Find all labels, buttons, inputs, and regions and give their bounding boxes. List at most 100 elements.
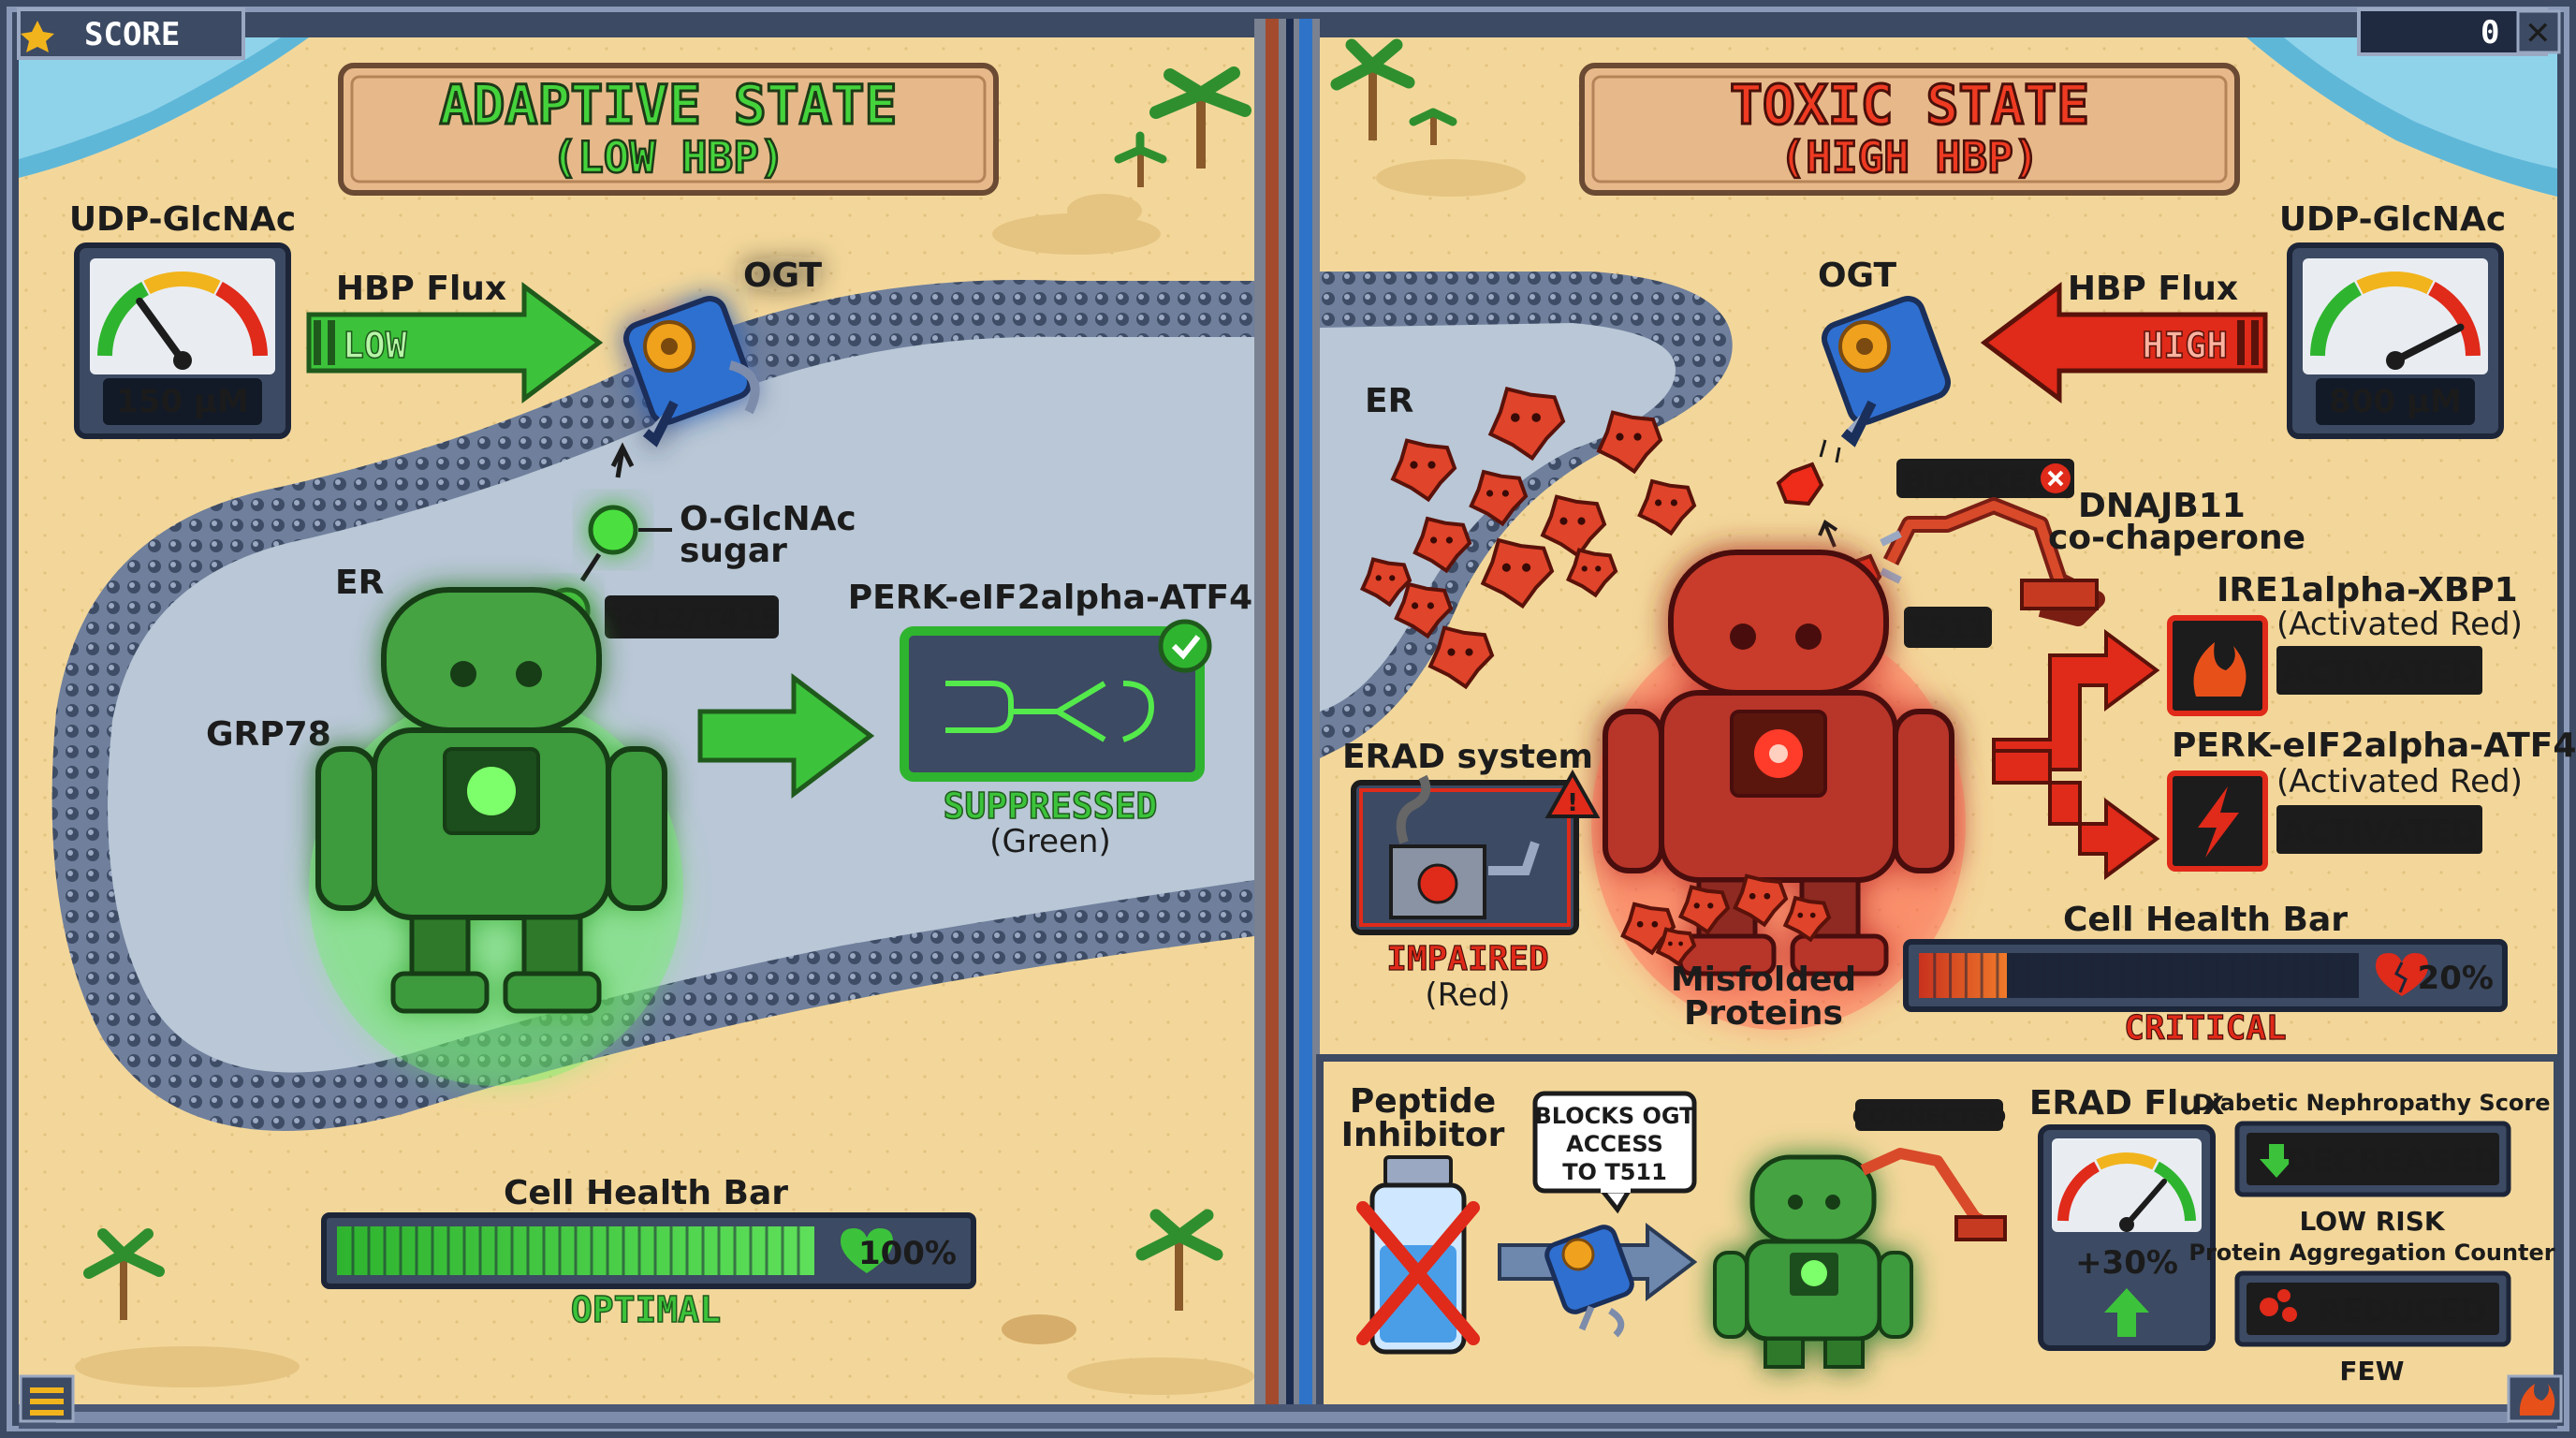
ogt-enzyme-toxic[interactable]: OGT — [1818, 257, 1953, 463]
pac-label: Protein Aggregation Counter — [2188, 1240, 2554, 1266]
center-divider — [1254, 19, 1320, 1414]
misfolded-protein — [1733, 873, 1789, 928]
protein-eye — [1577, 517, 1586, 525]
health-segment — [749, 1226, 753, 1275]
close-button[interactable]: ✕ — [2516, 9, 2561, 54]
health-segment — [431, 1226, 434, 1275]
udp-glcnac-gauge-toxic: UDP-GlcNAc 800 µM — [2279, 200, 2506, 439]
gauge-label: UDP-GlcNAc — [2279, 200, 2506, 239]
bubble-line-3: TO T511 — [1562, 1159, 1667, 1185]
health-segment — [2184, 953, 2188, 998]
toxic-subtitle: (HIGH HBP) — [1780, 132, 2040, 183]
health-segment — [494, 1226, 498, 1275]
gauge-needle — [2392, 323, 2465, 364]
health-segment — [2027, 953, 2030, 998]
protein-eye — [1501, 490, 1509, 497]
health-segment — [765, 1226, 768, 1275]
perk-color: (Green) — [989, 823, 1111, 860]
health-segment — [383, 1226, 387, 1275]
flux-label: HBP Flux — [2068, 270, 2238, 308]
erad-label: ERAD system — [1342, 738, 1593, 776]
warning-icon — [1544, 769, 1601, 818]
toxic-title-plate: TOXIC STATE (HIGH HBP) — [1579, 63, 2240, 196]
protein-eye — [1430, 536, 1438, 544]
lightning-icon — [2198, 786, 2239, 858]
fire-corner-icon — [2507, 1374, 2563, 1423]
health-status: OPTIMAL — [571, 1289, 721, 1330]
erad-flux-value: +30% — [2075, 1244, 2178, 1282]
health-segment — [574, 1226, 578, 1275]
misfolded-protein — [1677, 885, 1731, 935]
hbp-flux-indicator: HBP Flux LOW — [306, 270, 604, 404]
health-segment — [2232, 953, 2235, 998]
health-segment — [2105, 953, 2109, 998]
ogt-label: OGT — [1818, 257, 1897, 295]
health-segment — [2042, 953, 2046, 998]
protein-eye — [1522, 563, 1531, 572]
connected-label: CONNECTED — [1852, 1104, 2007, 1130]
gauge-label: UDP-GlcNAc — [69, 200, 296, 239]
protein-eye — [1707, 902, 1714, 909]
health-segment — [367, 1226, 371, 1275]
t511-badge: T511 — [1904, 607, 1992, 648]
grp78-robot-restored[interactable] — [1713, 1154, 1913, 1369]
health-segment — [462, 1226, 466, 1275]
protein-eye — [1636, 920, 1644, 928]
protein-eye — [1427, 602, 1434, 609]
arrow-up-icon — [2104, 1288, 2149, 1337]
ire-status: ACTIVATED — [2281, 654, 2477, 692]
health-segment — [399, 1226, 402, 1275]
inhibitor-label-2: Inhibitor — [1341, 1116, 1505, 1154]
health-segment — [669, 1226, 673, 1275]
misfolded-protein — [1565, 548, 1618, 598]
site-label: S412/T415 — [603, 601, 781, 637]
health-segment — [1980, 953, 1983, 998]
health-segment — [446, 1226, 450, 1275]
misfolded-protein — [1394, 581, 1454, 639]
health-segment — [781, 1226, 784, 1275]
health-segment — [2278, 953, 2282, 998]
health-segment — [2310, 953, 2314, 998]
grp78-label: GRP78 — [206, 715, 331, 754]
erad-color: (Red) — [1425, 976, 1510, 1014]
health-segment — [2216, 953, 2219, 998]
misfolded-protein — [1469, 469, 1529, 527]
heart-icon — [841, 1228, 893, 1273]
protein-eye — [1410, 461, 1418, 469]
protein-eye — [1486, 490, 1494, 497]
chaperone-label-1: DNAJB11 — [2078, 487, 2246, 525]
health-segment — [351, 1226, 355, 1275]
protein-eye — [1427, 461, 1436, 469]
ogt-enzyme[interactable]: OGT — [622, 257, 823, 448]
toxic-health-bar: Cell Health Bar 20% CRITICAL — [1903, 901, 2508, 1049]
misfolded-label-2: Proteins — [1684, 994, 1843, 1033]
stress-arrows — [1992, 629, 2160, 880]
protein-eye — [1531, 413, 1541, 422]
health-segment — [590, 1226, 593, 1275]
flux-value: LOW — [343, 325, 407, 366]
menu-button[interactable] — [19, 1374, 75, 1423]
health-segment — [2262, 953, 2266, 998]
health-segment — [2200, 953, 2203, 998]
protein-eye — [1797, 912, 1804, 918]
protein-eye — [1595, 565, 1602, 572]
perk-suppressed-card: PERK-eIF2alpha-ATF4 SUPPRESSED (Green) — [848, 579, 1252, 860]
health-segment — [1964, 953, 1968, 998]
broken-heart-icon — [2376, 953, 2428, 996]
peptide-vial[interactable] — [1356, 1155, 1480, 1355]
misfolded-protein — [1782, 895, 1832, 943]
chaperone-arm-small — [1860, 1148, 2007, 1241]
adaptive-subtitle: (LOW HBP) — [551, 132, 784, 183]
health-segment — [2153, 953, 2157, 998]
blocked-label: BLOCKED — [1904, 465, 2051, 498]
health-segment — [622, 1226, 625, 1275]
health-segment — [2121, 953, 2125, 998]
star-icon — [21, 21, 54, 52]
grp78-robot[interactable] — [309, 587, 683, 1086]
pac-value: REDUCED — [2317, 1293, 2487, 1330]
health-segment — [653, 1226, 657, 1275]
health-segment — [2325, 953, 2329, 998]
health-segment — [2058, 953, 2062, 998]
flux-value: HIGH — [2142, 325, 2228, 366]
health-label: Cell Health Bar — [2063, 901, 2348, 939]
